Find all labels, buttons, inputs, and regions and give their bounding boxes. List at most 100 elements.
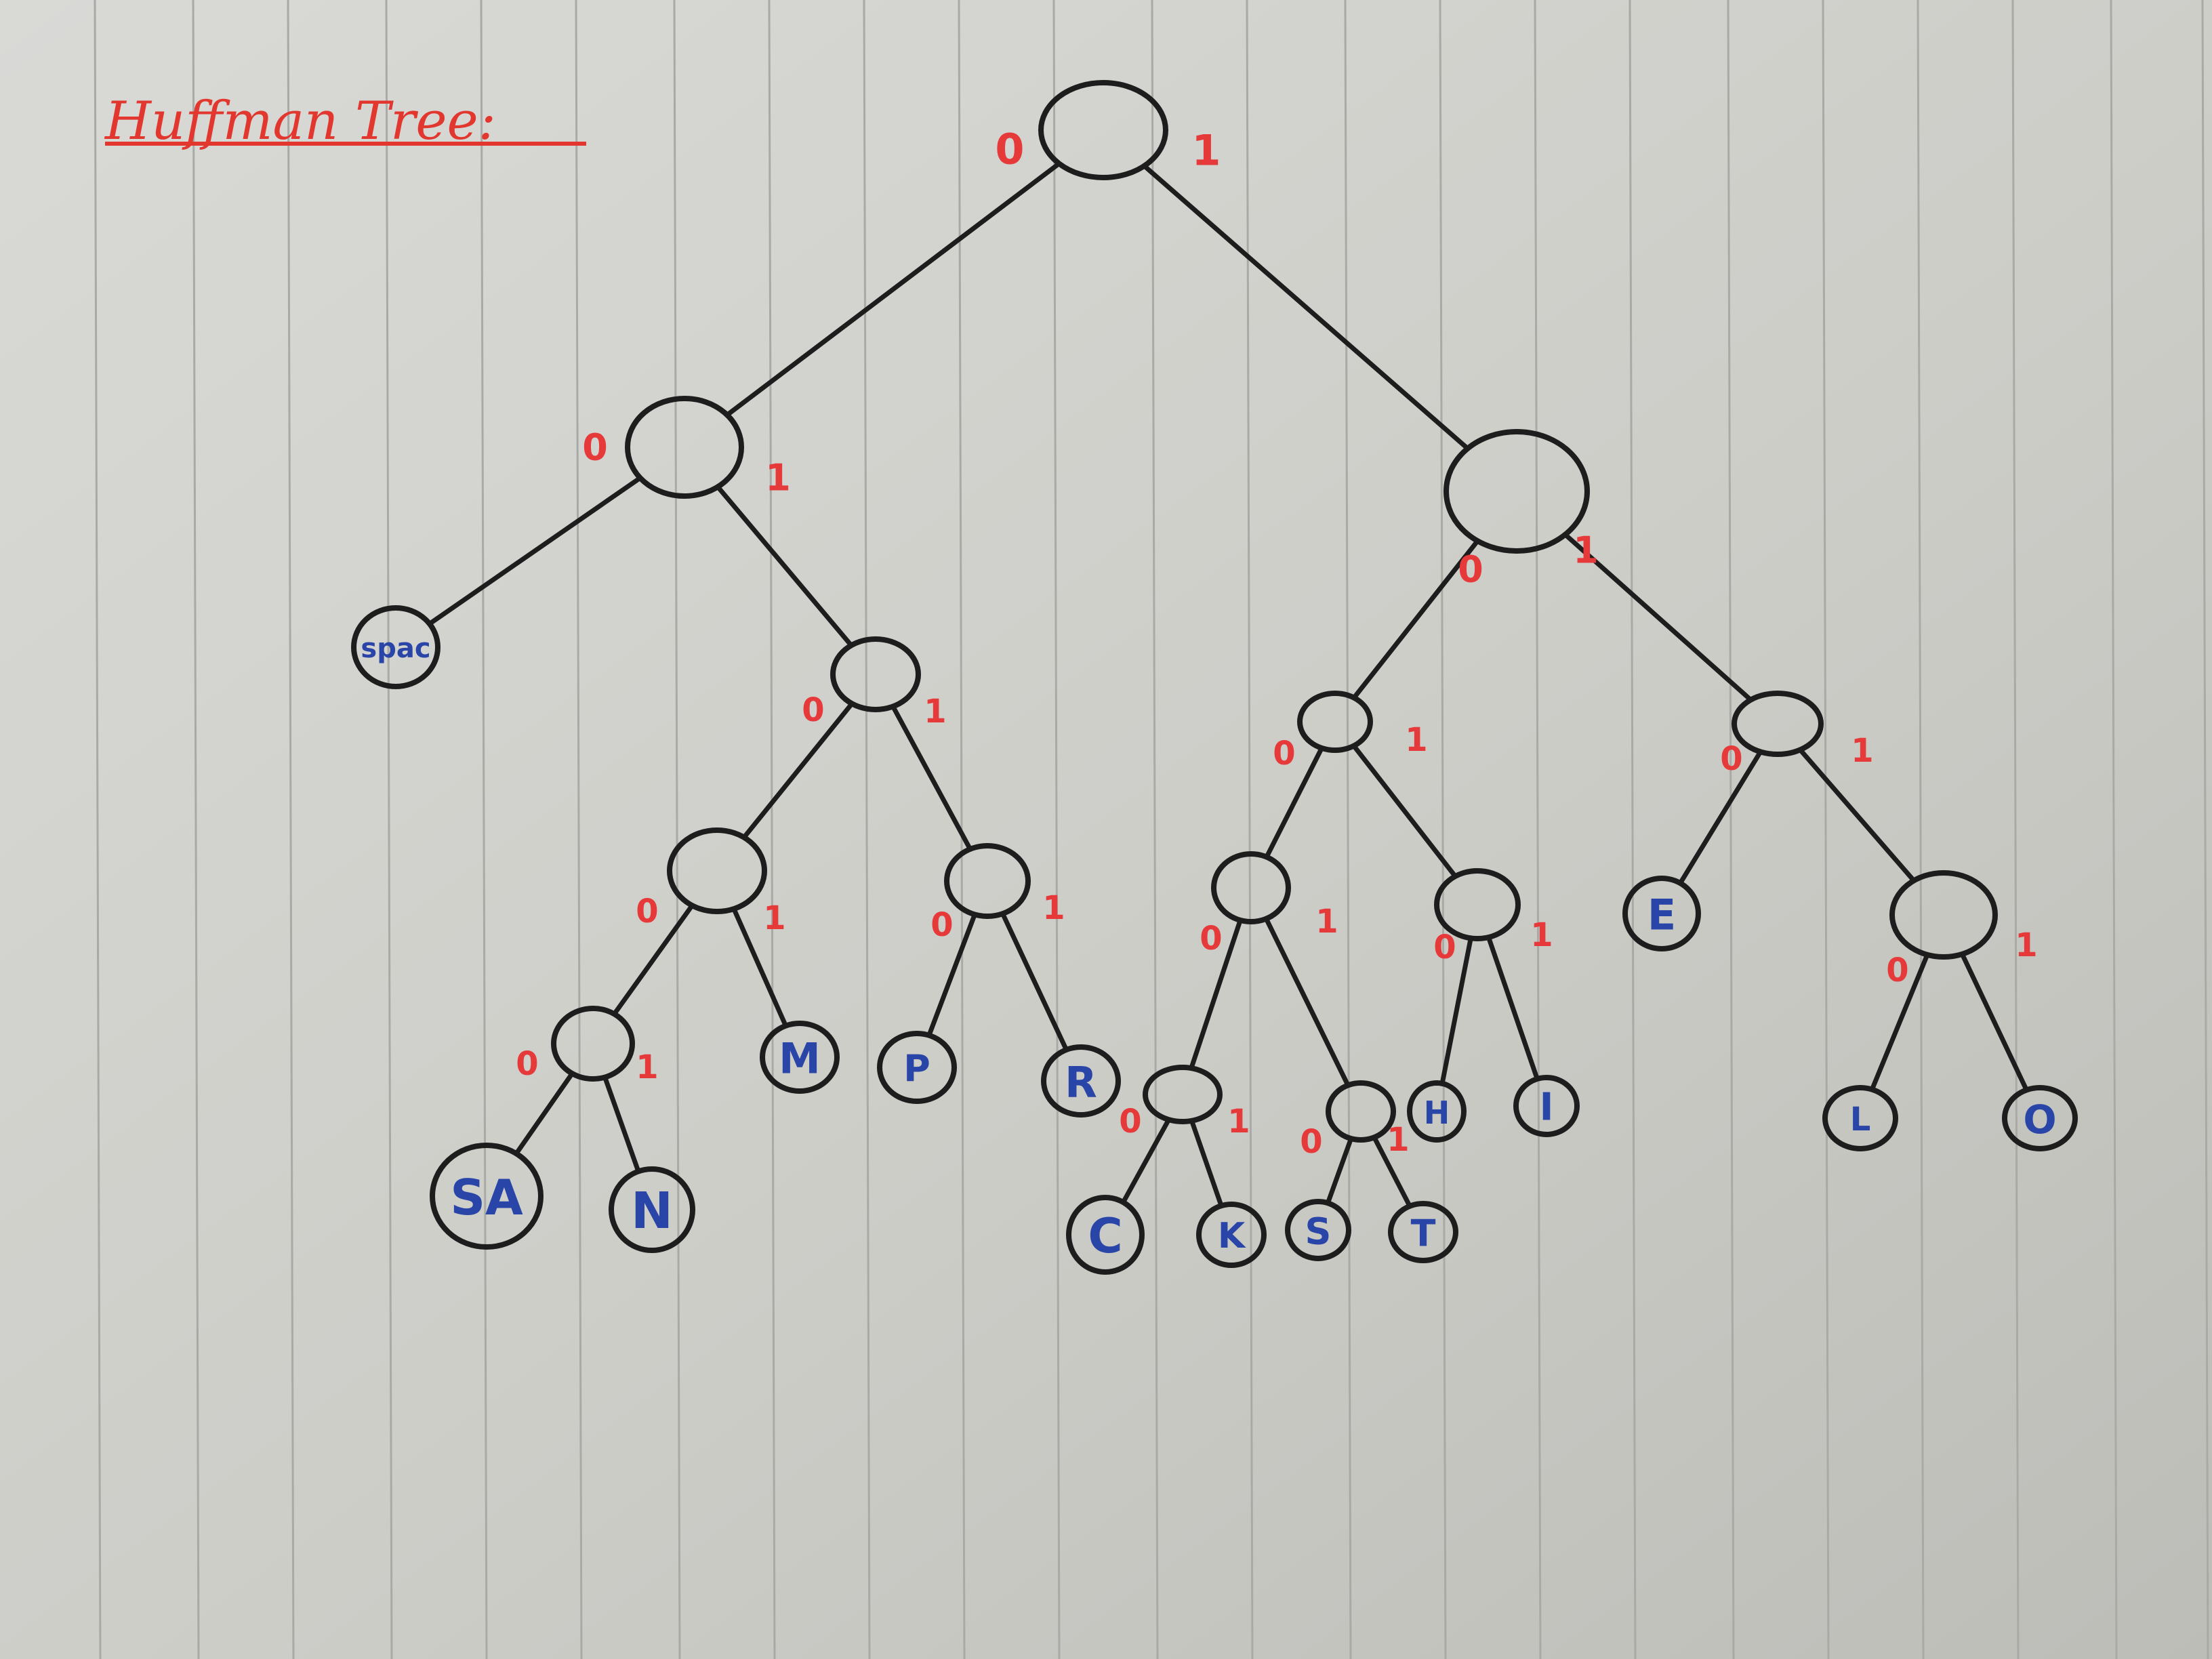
bit-label-root-n1: 1 [1191,126,1221,176]
leaf-label: T [1411,1212,1436,1255]
leaf-label: spac [361,633,430,664]
node-circle [1211,851,1291,924]
ruled-lines [94,0,2209,1659]
node-circle [1041,1044,1121,1118]
node-circle [2002,1085,2078,1151]
rule-line [480,0,488,1659]
rule-line [1534,0,1542,1659]
leaf-node-E: E [1622,876,1701,951]
leaf-node-P: P [877,1031,957,1104]
bit-label-n01-n011: 1 [924,693,946,731]
node-circle [1407,1080,1467,1143]
edge-n0-n01 [715,484,854,648]
edge-n0100-SA [514,1071,575,1156]
bit-label-n1-n10: 0 [1458,548,1483,591]
edge-n1001-S [1325,1136,1354,1206]
edge-n1-n10 [1351,538,1480,701]
node-circle [625,396,744,499]
internal-node-n1 [1443,429,1590,554]
leaf-node-H: H [1407,1080,1467,1143]
internal-node-n01 [830,636,921,712]
edge-n101-I [1486,935,1540,1082]
rule-line [863,0,871,1659]
rule-line [2110,0,2118,1659]
leaf-label: L [1850,1101,1871,1139]
node-circle [1889,870,1998,960]
bit-label-n10-n101: 1 [1405,721,1427,759]
edge-n011-P [926,912,977,1038]
bit-label-n111-L: 0 [1886,951,1908,989]
leaf-node-L: L [1822,1085,1898,1151]
edge-n11-n111 [1797,747,1917,883]
rule-line [2011,0,2020,1659]
bit-label-n100-n1000: 0 [1200,920,1222,958]
bit-label-n01-n010: 0 [802,691,824,729]
edge-n10-n101 [1351,743,1458,879]
bit-label-n11-E: 0 [1720,740,1742,778]
bit-label-root-n0: 0 [995,125,1024,174]
leaf-node-N: N [609,1166,695,1253]
tree-edges [427,161,2029,1209]
edge-n01-n010 [741,701,855,840]
internal-node-n100 [1211,851,1291,924]
edge-n011-R [1000,911,1069,1052]
bit-label-n010-M: 1 [763,899,785,937]
leaf-node-SA: SA [430,1143,544,1250]
node-circle [1326,1080,1396,1143]
leaf-node-T: T [1388,1201,1458,1263]
internal-node-n10 [1297,691,1373,753]
leaf-node-C: C [1066,1195,1145,1275]
internal-node-n111 [1889,870,1998,960]
bit-label-n10-n100: 0 [1273,735,1295,773]
leaf-label: O [2023,1097,2056,1143]
bit-label-n0100-SA: 0 [516,1045,538,1083]
internal-node-n101 [1434,868,1521,941]
edge-n10-n100 [1264,745,1324,860]
bit-label-n101-H: 0 [1433,928,1456,966]
node-circle [1732,691,1824,757]
rule-line [1917,0,1925,1659]
edge-n111-L [1869,952,1930,1092]
node-circle [1066,1195,1145,1275]
bit-label-n1000-K: 1 [1227,1103,1250,1141]
leaf-node-space: spac [351,605,441,689]
node-circle [1513,1075,1580,1137]
internal-node-n1001 [1326,1080,1396,1143]
node-circle [667,827,767,914]
bit-label-n011-P: 0 [930,906,953,944]
rule-line [575,0,583,1659]
edge-n1-n11 [1563,532,1753,703]
leaf-label: N [631,1182,673,1240]
edge-root-n1 [1141,163,1471,451]
rule-line [673,0,681,1659]
rule-line [768,0,776,1659]
node-circle [1038,80,1168,180]
bit-label-n010-n0100: 0 [636,893,658,930]
bit-label-n1001-S: 0 [1300,1123,1322,1161]
node-circle [1196,1202,1267,1268]
leaf-label: SA [450,1169,523,1226]
edge-n111-O [1959,951,2029,1092]
internal-node-n0 [625,396,744,499]
edge-n01-n011 [890,703,973,852]
node-circle [1388,1201,1458,1263]
edge-n1001-T [1372,1134,1412,1209]
rule-line [385,0,393,1659]
bit-label-n101-I: 1 [1530,916,1553,954]
rule-line [94,0,102,1659]
leaf-label: P [903,1048,930,1090]
node-circle [1622,876,1701,951]
node-circle [1443,429,1590,554]
bit-label-n111-O: 1 [2015,926,2037,964]
bit-label-n1-n11: 1 [1573,529,1599,572]
edge-root-n0 [724,161,1062,417]
bit-label-n011-R: 1 [1042,889,1065,927]
leaf-label: C [1088,1208,1122,1264]
leaf-node-O: O [2002,1085,2078,1151]
node-circle [1297,691,1373,753]
rule-line [1439,0,1447,1659]
internal-node-n0100 [551,1006,635,1082]
node-circle [877,1031,957,1104]
